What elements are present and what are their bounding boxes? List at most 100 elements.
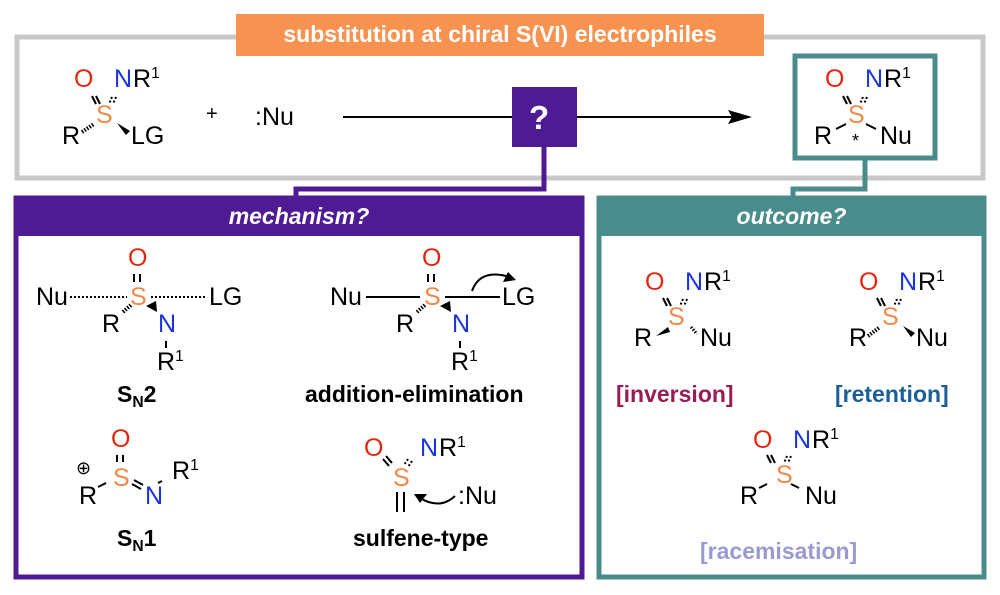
arrowhead bbox=[728, 110, 752, 124]
atom-n: N bbox=[452, 310, 471, 338]
sn2-wedge bbox=[146, 301, 157, 312]
mechanism-connector bbox=[293, 147, 547, 198]
r1-letter: R bbox=[704, 268, 723, 296]
sulfene-arrowhead bbox=[414, 494, 427, 503]
nu-group: Nu bbox=[805, 482, 837, 510]
inversion-bonds bbox=[662, 297, 699, 335]
mechanism-label: addition-elimination bbox=[305, 381, 524, 407]
mechanism-header: mechanism? bbox=[228, 203, 370, 229]
atom-s: S bbox=[848, 101, 865, 129]
atom-s: S bbox=[96, 101, 113, 129]
atom-o: O bbox=[111, 425, 131, 453]
atom-o: O bbox=[645, 268, 665, 296]
r1-superscript: 1 bbox=[151, 65, 160, 83]
atom-o: O bbox=[859, 268, 879, 296]
r1-superscript: 1 bbox=[190, 457, 199, 475]
r1-letter: R bbox=[884, 65, 903, 93]
r1-superscript: 1 bbox=[902, 65, 911, 83]
r1-group: R1 bbox=[133, 65, 160, 93]
r-group: R bbox=[62, 122, 81, 150]
sn2-bonds bbox=[70, 274, 207, 348]
r1-letter: R bbox=[133, 65, 152, 93]
atom-o: O bbox=[825, 65, 845, 93]
sulfene-curved-arrow-icon bbox=[419, 495, 456, 505]
r1-group: R1 bbox=[157, 349, 184, 375]
r-group: R bbox=[814, 122, 833, 150]
r1-letter: R bbox=[172, 457, 191, 485]
r1-superscript: 1 bbox=[830, 426, 839, 444]
retention-wedge bbox=[903, 326, 915, 337]
atom-s: S bbox=[113, 464, 130, 492]
atom-s: S bbox=[882, 303, 899, 331]
atom-s: S bbox=[668, 303, 685, 331]
r1-superscript: 1 bbox=[936, 268, 945, 286]
title-text: substitution at chiral S(VI) electrophil… bbox=[283, 21, 717, 47]
r1-group: R1 bbox=[918, 268, 945, 296]
label-s: S bbox=[117, 525, 133, 551]
atom-n: N bbox=[158, 310, 177, 338]
label-subscript: N bbox=[132, 538, 144, 556]
nu-group: Nu bbox=[700, 324, 732, 352]
title-banner: substitution at chiral S(VI) electrophil… bbox=[236, 14, 764, 56]
r1-group: R1 bbox=[172, 457, 199, 485]
r1-letter: R bbox=[439, 434, 458, 462]
label-s: S bbox=[117, 381, 133, 407]
atom-s: S bbox=[776, 461, 793, 489]
outcome-panel bbox=[596, 195, 987, 580]
label-suffix: 1 bbox=[143, 525, 157, 551]
label-subscript: N bbox=[132, 394, 144, 412]
plus-sign: + bbox=[206, 103, 218, 125]
r-group: R bbox=[634, 324, 653, 352]
leaving-group: LG bbox=[131, 122, 165, 150]
label-suffix: 2 bbox=[143, 381, 157, 407]
r1-letter: R bbox=[918, 268, 937, 296]
nucleophile: :Nu bbox=[458, 482, 497, 510]
r-group: R bbox=[849, 324, 868, 352]
r-group: R bbox=[740, 482, 759, 510]
nu-group: Nu bbox=[36, 283, 68, 311]
atom-n: N bbox=[145, 482, 164, 510]
r-group: R bbox=[396, 310, 415, 338]
leaving-group: LG bbox=[502, 283, 536, 311]
retention-label: [retention] bbox=[835, 381, 949, 407]
atom-o: O bbox=[422, 244, 442, 272]
outcome-header: outcome? bbox=[736, 203, 847, 229]
mechanism-label: SN1 bbox=[117, 525, 157, 555]
mechanism-label: sulfene-type bbox=[353, 525, 489, 551]
question-box bbox=[512, 87, 577, 147]
addelim-wedge bbox=[440, 301, 451, 312]
inversion-wedge bbox=[656, 327, 670, 336]
curved-arrowhead bbox=[503, 272, 516, 282]
atom-n: N bbox=[793, 426, 812, 454]
stereocenter-mark: * bbox=[852, 131, 860, 151]
inversion-label: [inversion] bbox=[616, 381, 734, 407]
outcome-connector bbox=[790, 158, 868, 198]
question-mark: ? bbox=[529, 99, 550, 136]
r1-group: R1 bbox=[704, 268, 731, 296]
atom-o: O bbox=[753, 426, 773, 454]
reactant-bonds bbox=[80, 95, 117, 134]
positive-charge-icon: ⊕ bbox=[76, 458, 92, 478]
r1-group: R1 bbox=[451, 348, 478, 376]
r1-group: R1 bbox=[439, 434, 466, 462]
atom-o: O bbox=[128, 244, 148, 272]
curved-arrow-icon bbox=[471, 273, 511, 292]
addelim-bonds bbox=[366, 274, 500, 348]
r1-group: R1 bbox=[884, 65, 911, 93]
nu-group: Nu bbox=[916, 324, 948, 352]
atom-n: N bbox=[420, 434, 439, 462]
r-group: R bbox=[102, 310, 121, 338]
atom-o: O bbox=[364, 434, 384, 462]
r1-letter: R bbox=[451, 348, 470, 376]
atom-o: O bbox=[74, 65, 94, 93]
nucleophile: :Nu bbox=[255, 103, 294, 131]
product-bonds bbox=[835, 95, 877, 130]
r-group: R bbox=[79, 482, 98, 510]
leaving-group: LG bbox=[209, 283, 243, 311]
r1-group: R1 bbox=[812, 426, 839, 453]
mechanism-label: SN2 bbox=[117, 381, 157, 411]
r1-superscript: 1 bbox=[469, 348, 478, 366]
nu-group: Nu bbox=[330, 283, 362, 311]
sn1-bonds bbox=[97, 455, 163, 490]
